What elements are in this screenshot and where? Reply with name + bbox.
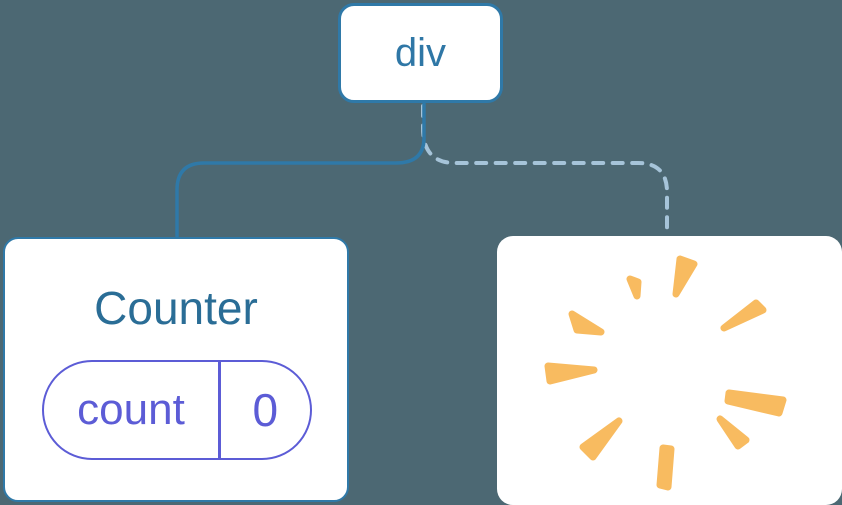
connector-dashed-line bbox=[421, 104, 669, 236]
tree-node-div-label: div bbox=[394, 31, 447, 75]
connector-solid-line bbox=[175, 102, 426, 238]
counter-card-title: Counter bbox=[94, 282, 258, 334]
state-pill-key: count bbox=[77, 385, 185, 434]
state-pill-divider bbox=[218, 362, 221, 458]
state-pill: count 0 bbox=[42, 360, 312, 460]
counter-card: Counter count 0 bbox=[3, 237, 349, 502]
poof-burst-icon bbox=[544, 255, 787, 491]
state-pill-value: 0 bbox=[252, 384, 279, 436]
removed-card bbox=[497, 236, 842, 505]
tree-node-div: div bbox=[338, 3, 503, 103]
